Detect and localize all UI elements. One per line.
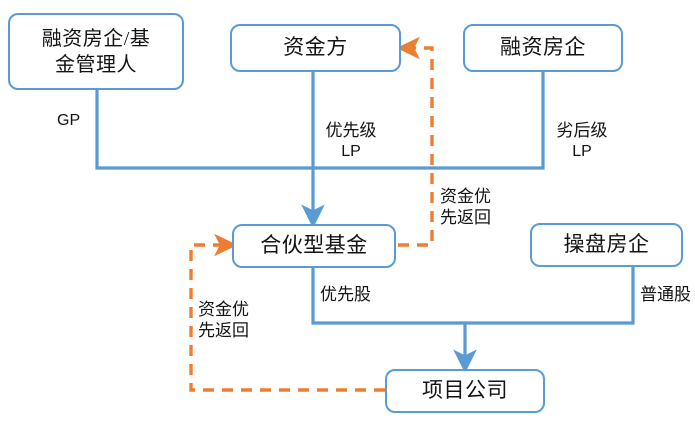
node-operator[interactable]: 操盘房企 [530, 223, 683, 267]
node-operator-label: 操盘房企 [563, 232, 650, 257]
edge-label-preferred-share: 优先股 [320, 285, 371, 304]
connector-common-share [465, 266, 635, 325]
edge-label-junior-lp: 劣后级 LP [551, 99, 613, 183]
edge-label-common-share: 普通股 [640, 285, 691, 304]
connector-return-to-fund [189, 233, 385, 392]
node-project-company[interactable]: 项目公司 [385, 369, 545, 413]
node-project-company-label: 项目公司 [422, 378, 508, 403]
edge-label-senior-lp: 优先级 LP [320, 99, 382, 183]
connector-preferred-share [311, 267, 477, 374]
node-developer[interactable]: 融资房企 [463, 24, 623, 72]
node-partnership-fund[interactable]: 合伙型基金 [232, 224, 396, 268]
edge-label-return-right: 资金优 先返回 [440, 187, 491, 228]
edge-label-junior-lp-en: LP [572, 142, 592, 160]
edge-label-senior-lp-cn: 优先级 [325, 121, 377, 141]
edge-label-gp: GP [57, 112, 81, 129]
edge-label-senior-lp-en: LP [341, 142, 361, 160]
edge-label-junior-lp-cn: 劣后级 [556, 121, 608, 141]
connector-gp [95, 90, 313, 170]
edge-label-return-left: 资金优 先返回 [198, 300, 249, 341]
node-funder-label: 资金方 [283, 35, 348, 60]
node-developer-label: 融资房企 [500, 35, 586, 60]
node-funder[interactable]: 资金方 [230, 24, 401, 72]
node-gp-manager-label: 融资房企/基 金管理人 [41, 27, 151, 76]
connector-junior-lp [313, 72, 545, 170]
node-partnership-fund-label: 合伙型基金 [260, 233, 368, 258]
node-gp-manager[interactable]: 融资房企/基 金管理人 [8, 13, 184, 90]
connector-return-to-funder [396, 36, 434, 247]
